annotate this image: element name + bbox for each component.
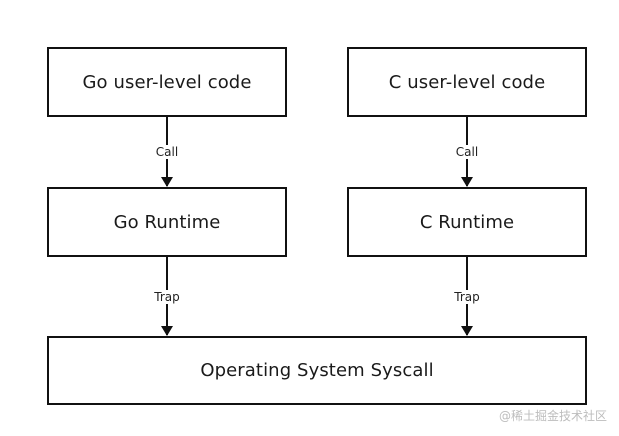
go-runtime-label: Go Runtime	[113, 211, 221, 233]
watermark: @稀土掘金技术社区	[498, 409, 607, 423]
c-user-code-box: C user-level code	[347, 47, 587, 117]
c-trap-label: Trap	[452, 290, 482, 304]
os-syscall-label: Operating System Syscall	[200, 360, 434, 381]
go-trap-label: Trap	[152, 290, 182, 304]
c-runtime-box: C Runtime	[347, 187, 587, 257]
c-call-label: Call	[453, 145, 481, 159]
go-user-code-box: Go user-level code	[47, 47, 287, 117]
go-call-label: Call	[153, 145, 181, 159]
c-user-code-label: C user-level code	[388, 71, 546, 93]
go-runtime-box: Go Runtime	[47, 187, 287, 257]
c-runtime-label: C Runtime	[419, 211, 515, 233]
os-syscall-box: Operating System Syscall	[47, 336, 587, 405]
go-user-code-label: Go user-level code	[82, 71, 252, 93]
